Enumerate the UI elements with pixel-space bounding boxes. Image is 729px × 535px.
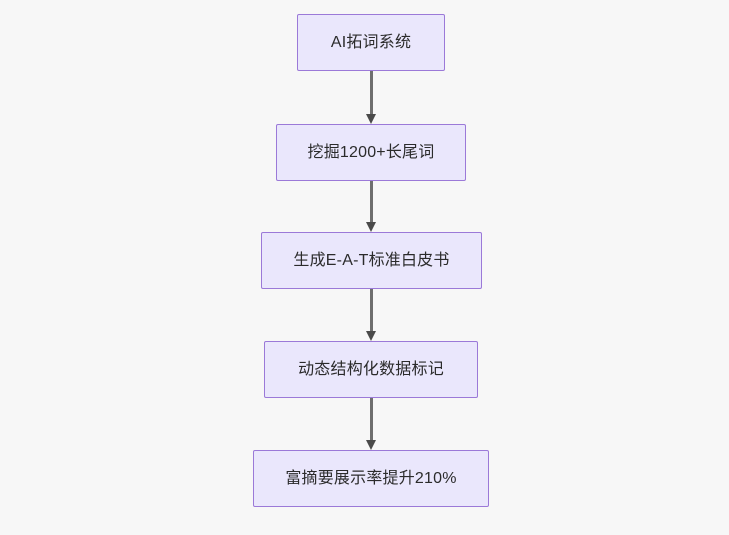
arrowhead-icon — [366, 331, 376, 341]
flow-node-dynamic-structured-data-markup[interactable]: 动态结构化数据标记 — [264, 341, 478, 398]
connector-node1-node2 — [366, 71, 377, 124]
connector-shaft — [370, 71, 373, 115]
flow-node-label: 生成E-A-T标准白皮书 — [293, 251, 450, 269]
flow-node-ai-keyword-system[interactable]: AI拓词系统 — [297, 14, 445, 71]
flow-node-label: 挖掘1200+长尾词 — [307, 143, 435, 161]
arrowhead-icon — [366, 222, 376, 232]
connector-node4-node5 — [366, 398, 377, 450]
flow-node-label: AI拓词系统 — [330, 33, 412, 51]
flow-node-label: 动态结构化数据标记 — [298, 360, 444, 378]
connector-shaft — [370, 398, 373, 441]
flow-node-label: 富摘要展示率提升210% — [285, 469, 457, 487]
connector-node3-node4 — [366, 289, 377, 341]
connector-shaft — [370, 181, 373, 223]
arrowhead-icon — [366, 440, 376, 450]
flow-node-mine-longtail-keywords[interactable]: 挖掘1200+长尾词 — [276, 124, 466, 181]
arrowhead-icon — [366, 114, 376, 124]
flow-node-generate-eat-whitepaper[interactable]: 生成E-A-T标准白皮书 — [261, 232, 482, 289]
connector-shaft — [370, 289, 373, 332]
connector-node2-node3 — [366, 181, 377, 232]
flow-node-rich-snippet-rate-increase[interactable]: 富摘要展示率提升210% — [253, 450, 489, 507]
